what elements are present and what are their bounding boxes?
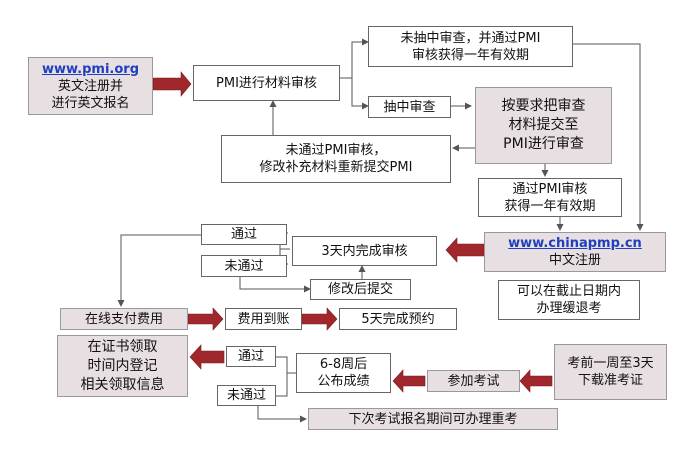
resubmit-box: 修改后提交 xyxy=(310,279,411,300)
pay-online-text: 在线支付费用 xyxy=(84,311,163,327)
payment-received-box: 费用到账 xyxy=(225,308,302,330)
line-upper-to-chinapmp xyxy=(573,43,644,231)
pmi-review-box: PMI进行材料审核 xyxy=(193,65,340,101)
pmi-site-box: www.pmi.org 英文注册并 进行英文报名 xyxy=(28,57,153,115)
pmi-site-link[interactable]: www.pmi.org xyxy=(41,61,140,77)
pass-pmi-box: 通过PMI审核 获得一年有效期 xyxy=(478,178,622,217)
submit-audit-box: 按要求把审查 材料提交至 PMI进行审查 xyxy=(475,87,612,164)
arrow-pass-to-certificate xyxy=(189,344,225,370)
results-box: 6-8周后 公布成绩 xyxy=(296,353,391,393)
arrow-pay-to-received xyxy=(187,307,224,331)
not-pass-resubmit-box: 未通过PMI审核， 修改补充材料重新提交PMI xyxy=(221,135,451,183)
line-results-to-notpass xyxy=(276,373,288,397)
reserve-5days-box: 5天完成预约 xyxy=(339,308,457,330)
line-notpass-to-retake xyxy=(257,406,307,423)
download-admission-box: 考前一周至3天 下载准考证 xyxy=(554,344,667,400)
line-notpass-to-resubmit xyxy=(239,277,311,293)
pass-label-1: 通过 xyxy=(201,224,287,245)
line-results-to-pass xyxy=(276,356,296,374)
chinapmp-text: 中文注册 xyxy=(548,253,601,268)
arrow-chinapmp-to-review3 xyxy=(445,237,485,263)
take-exam-box: 参加考试 xyxy=(427,370,520,392)
arrow-exam-to-results xyxy=(392,369,426,393)
not-pass-label-1: 未通过 xyxy=(201,255,287,277)
line-review-branch-upper xyxy=(340,38,369,79)
resubmit-text: 修改后提交 xyxy=(327,282,393,297)
review-3days-box: 3天内完成审核 xyxy=(292,236,437,266)
deferral-note-box: 可以在截止日期内 办理缓退考 xyxy=(498,280,640,320)
pay-online-box: 在线支付费用 xyxy=(60,308,188,330)
retake-text: 下次考试报名期间可办理重考 xyxy=(348,411,518,427)
pass-label-2: 通过 xyxy=(226,346,276,367)
retake-box: 下次考试报名期间可办理重考 xyxy=(308,408,558,430)
payment-received-text: 费用到账 xyxy=(237,311,290,327)
pass-label-2-text: 通过 xyxy=(237,349,264,364)
pmi-review-text: PMI进行材料审核 xyxy=(216,75,317,91)
not-pass-label-1-text: 未通过 xyxy=(224,258,264,274)
chinapmp-link[interactable]: www.chinapmp.cn xyxy=(508,236,642,251)
reserve-5days-text: 5天完成预约 xyxy=(361,311,435,327)
chinapmp-box: www.chinapmp.cn 中文注册 xyxy=(484,232,666,272)
arrow-received-to-reserve xyxy=(301,307,338,331)
line-pass-to-pay xyxy=(117,234,201,307)
line-review-branch-lower xyxy=(351,78,369,110)
not-selected-pass-box: 未抽中审查，并通过PMI 审核获得一年有效期 xyxy=(368,26,573,67)
pass-label-1-text: 通过 xyxy=(230,227,257,242)
pmi-site-text: 英文注册并 进行英文报名 xyxy=(51,78,130,111)
not-pass-label-2-text: 未通过 xyxy=(226,388,266,403)
arrow-download-to-exam xyxy=(519,369,553,393)
take-exam-text: 参加考试 xyxy=(447,373,500,389)
collect-certificate-box: 在证书领取 时间内登记 相关领取信息 xyxy=(57,335,188,397)
arrow-pmi-site-to-review xyxy=(152,71,192,97)
not-pass-label-2: 未通过 xyxy=(217,385,276,406)
selected-audit-box: 抽中审查 xyxy=(368,96,451,118)
selected-audit-text: 抽中审查 xyxy=(383,99,436,115)
review-3days-text: 3天内完成审核 xyxy=(321,243,408,259)
